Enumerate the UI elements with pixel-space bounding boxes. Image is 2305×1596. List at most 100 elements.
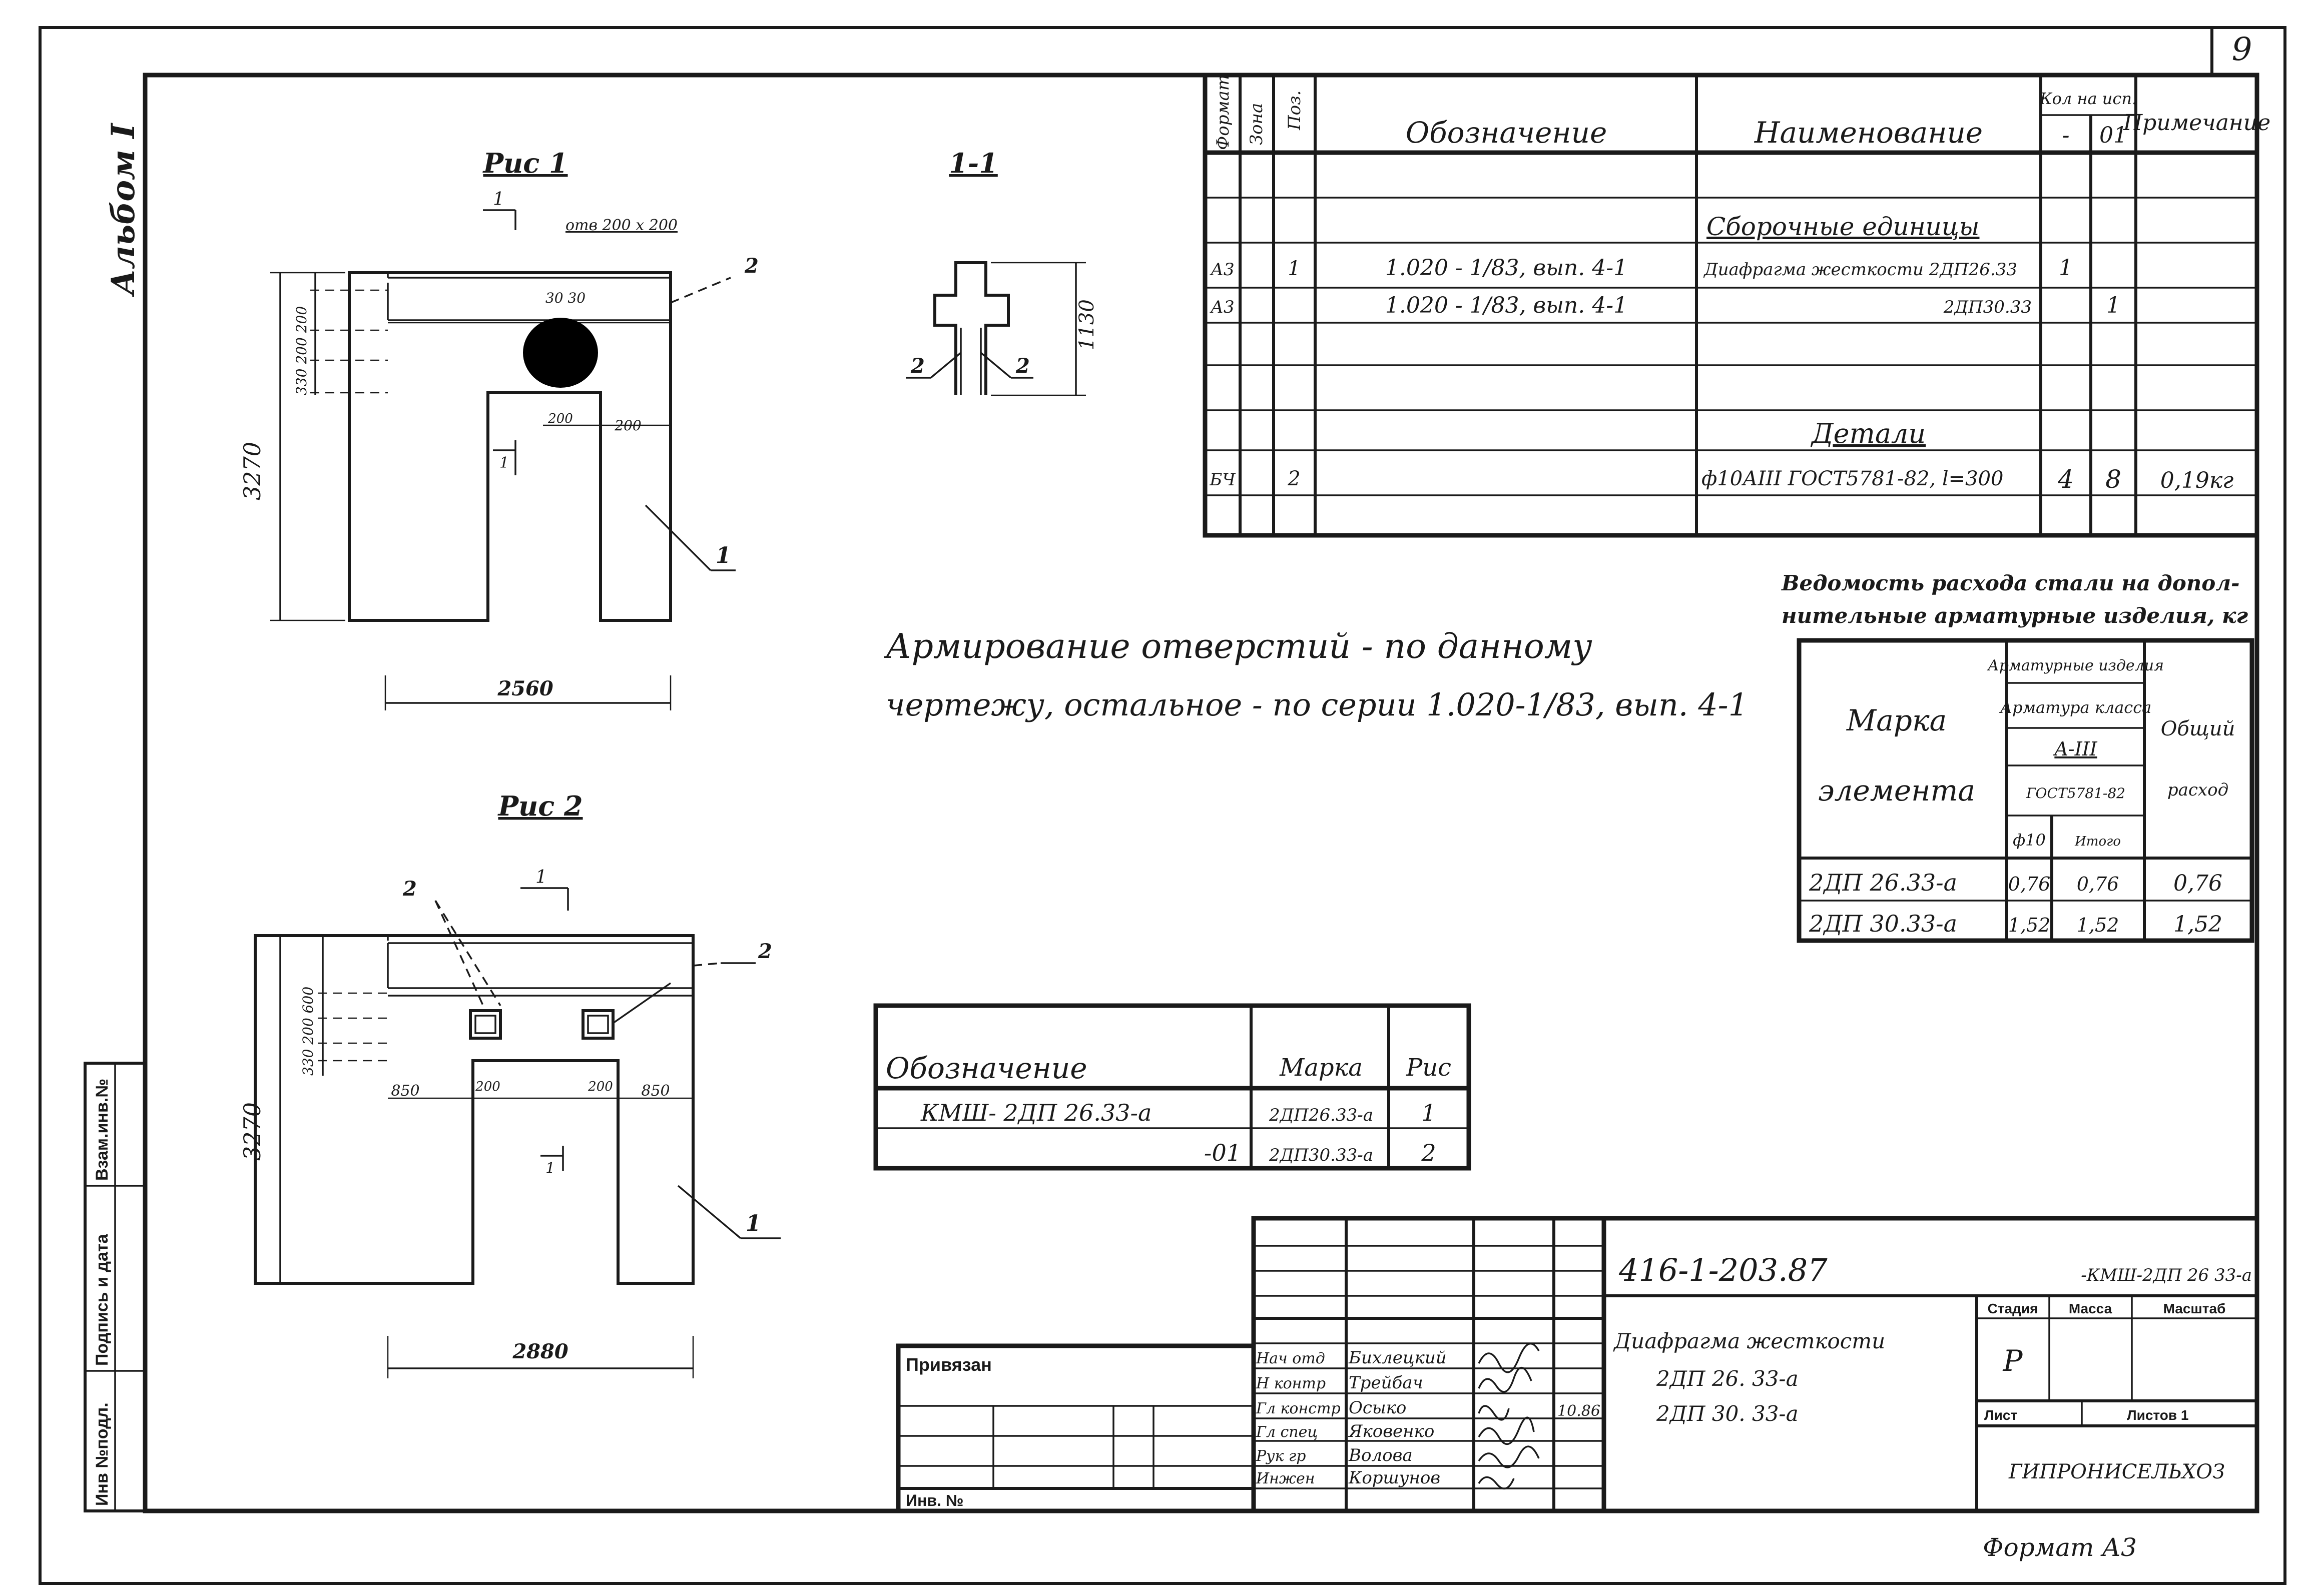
spec-header-pos: Поз. xyxy=(1285,91,1305,131)
signer-6-name: Коршунов xyxy=(1348,1468,1440,1488)
spec-row1-format: А3 xyxy=(1210,260,1234,280)
steel-h-subtotal: Итого xyxy=(2074,834,2121,849)
spec-table: Формат Зона Поз. Обозначение Наименовани… xyxy=(1203,73,2270,538)
steel-row2-total: 1,52 xyxy=(2173,912,2222,937)
spec-row1-name: Диафрагма жесткости 2ДП26.33 xyxy=(1703,260,2017,280)
steel-col-mark-1: Марка xyxy=(1846,703,1947,737)
signer-6-role: Инжен xyxy=(1256,1470,1315,1487)
steel-h-overall-1: Общий xyxy=(2161,717,2235,740)
steel-h-class-val: A-III xyxy=(2053,738,2097,760)
signer-2-name: Трейбач xyxy=(1349,1373,1423,1393)
title-block: Привязан Инв. № Нач отд Бихлецкий Н конт… xyxy=(896,1216,2259,1513)
fig2-cut-inner: 1 xyxy=(545,1160,555,1177)
mark-row2-designation: -01 xyxy=(1204,1139,1241,1166)
fig2-height: 3270 xyxy=(239,1102,266,1161)
spec-header-qty-a: - xyxy=(2062,123,2070,148)
signer-2-role: Н контр xyxy=(1256,1375,1326,1392)
steel-table: Ведомость расхода стали на допол- нитель… xyxy=(1781,571,2254,943)
fig1-title: Рис 1 xyxy=(482,147,567,179)
fig1-hole-label: отв 200 x 200 xyxy=(565,217,678,234)
product-name-2: 2ДП 26. 33-а xyxy=(1656,1366,1799,1391)
doc-suffix: -КМШ-2ДП 26 33-а xyxy=(2081,1265,2252,1285)
fig2-callout-2b: 2 xyxy=(758,940,772,963)
steel-h-products: Арматурные изделия xyxy=(1987,657,2164,674)
fig1-dim-a: 200 xyxy=(547,411,573,426)
signer-1-name: Бихлецкий xyxy=(1348,1348,1447,1368)
figure-1: Рис 1 1 отв 200 x 200 330 200 200 30 30 … xyxy=(239,147,759,710)
fig2-width: 2880 xyxy=(512,1340,568,1363)
spec-section-details: Детали xyxy=(1811,418,1926,449)
steel-col-mark-2: элемента xyxy=(1818,773,1975,808)
outer-border xyxy=(39,26,2286,1585)
spec-row1-designation: 1.020 - 1/83, вып. 4-1 xyxy=(1385,255,1627,281)
section-callout-right: 2 xyxy=(1015,354,1030,378)
fig2-cut-top: 1 xyxy=(535,867,547,888)
sheet-number: 9 xyxy=(2232,31,2252,68)
steel-row2-sub: 1,52 xyxy=(2077,914,2119,936)
fig1-callout-1: 1 xyxy=(716,543,731,568)
fig1-dim-b: 200 xyxy=(614,417,641,434)
steel-row1-mark: 2ДП 26.33-а xyxy=(1809,869,1957,896)
figure-2: Рис 2 1 2 2 1 330 200 600 xyxy=(239,790,781,1378)
product-name-1: Диафрагма жесткости xyxy=(1613,1329,1885,1353)
fig1-dims-left: 330 200 200 xyxy=(293,306,310,395)
spec-row1-pos: 1 xyxy=(1288,257,1300,280)
fig1-width: 2560 xyxy=(497,677,553,700)
steel-row1-d: 0,76 xyxy=(2008,873,2051,895)
sign-date: 10.86 xyxy=(1557,1402,1600,1420)
fig2-outline xyxy=(254,934,695,1285)
spec-row3-qty-a: 4 xyxy=(2057,465,2074,494)
fig1-callout-2: 2 xyxy=(744,254,759,278)
note-line-1: Армирование отверстий - по данному xyxy=(884,627,1592,666)
spec-row3-format: БЧ xyxy=(1209,470,1236,490)
mark-table: Обозначение Марка Рис КМШ- 2ДП 26.33-а 2… xyxy=(873,1003,1471,1171)
fig2-title: Рис 2 xyxy=(497,790,583,822)
signer-4-role: Гл спец xyxy=(1256,1423,1318,1441)
fig2-dim-b: 200 xyxy=(475,1079,500,1094)
spec-row2-designation: 1.020 - 1/83, вып. 4-1 xyxy=(1385,293,1627,318)
signature-4 xyxy=(1478,1416,1535,1445)
fig2-dims-left: 330 200 600 xyxy=(300,987,316,1076)
section-callout-left: 2 xyxy=(910,354,925,378)
spec-row3-qty-b: 8 xyxy=(2105,465,2121,494)
org-name: ГИПРОНИСЕЛЬХОЗ xyxy=(2008,1460,2225,1483)
fig2-dim-d: 850 xyxy=(641,1082,670,1100)
signer-5-role: Рук гр xyxy=(1256,1447,1306,1465)
fig1-outline xyxy=(348,271,672,622)
fig2-callout-1: 1 xyxy=(746,1211,761,1236)
signature-5 xyxy=(1478,1445,1540,1468)
steel-row2-mark: 2ДП 30.33-а xyxy=(1809,910,1957,937)
spec-row2-name: 2ДП30.33 xyxy=(1943,297,2032,317)
spec-row1-qty-a: 1 xyxy=(2059,255,2073,281)
signer-4-name: Яковенко xyxy=(1348,1421,1434,1441)
mark-row1-designation: КМШ- 2ДП 26.33-а xyxy=(920,1099,1151,1126)
steel-row1-sub: 0,76 xyxy=(2077,873,2119,895)
fig1-cut-top: 1 xyxy=(493,189,504,210)
mark-h-designation: Обозначение xyxy=(886,1051,1087,1085)
steel-title-2: нительные арматурные изделия, кг xyxy=(1782,603,2248,628)
sheet-label: Лист xyxy=(1984,1407,2017,1423)
signer-3-name: Осыко xyxy=(1349,1398,1406,1418)
steel-h-class: Арматура класса xyxy=(1999,698,2151,717)
stage-label: Стадия xyxy=(1988,1301,2038,1316)
mark-row2-mark: 2ДП30.33-а xyxy=(1269,1145,1373,1165)
inv-no-label: Инв. № xyxy=(906,1491,963,1509)
steel-h-gost: ГОСТ5781-82 xyxy=(2026,785,2125,802)
fig2-dim-a: 850 xyxy=(391,1082,419,1100)
signer-5-name: Волова xyxy=(1348,1445,1413,1465)
spec-header-note: Примечание xyxy=(2123,110,2270,136)
side-stamp-inv-orig: Инв №подл. xyxy=(93,1402,112,1506)
privyazan-label: Привязан xyxy=(906,1354,992,1375)
fig1-cut-inner: 1 xyxy=(499,454,509,472)
product-name-3: 2ДП 30. 33-а xyxy=(1656,1401,1799,1426)
spec-row2-format: А3 xyxy=(1210,297,1234,317)
mass-label: Масса xyxy=(2069,1301,2112,1316)
signature-1 xyxy=(1478,1342,1540,1373)
steel-h-d: ф10 xyxy=(2013,831,2046,850)
spec-row3-pos: 2 xyxy=(1287,467,1300,490)
signature-2 xyxy=(1478,1367,1532,1393)
signer-1-role: Нач отд xyxy=(1256,1350,1325,1367)
section-dim: 1130 xyxy=(1075,299,1098,350)
section-outline xyxy=(933,261,1010,395)
